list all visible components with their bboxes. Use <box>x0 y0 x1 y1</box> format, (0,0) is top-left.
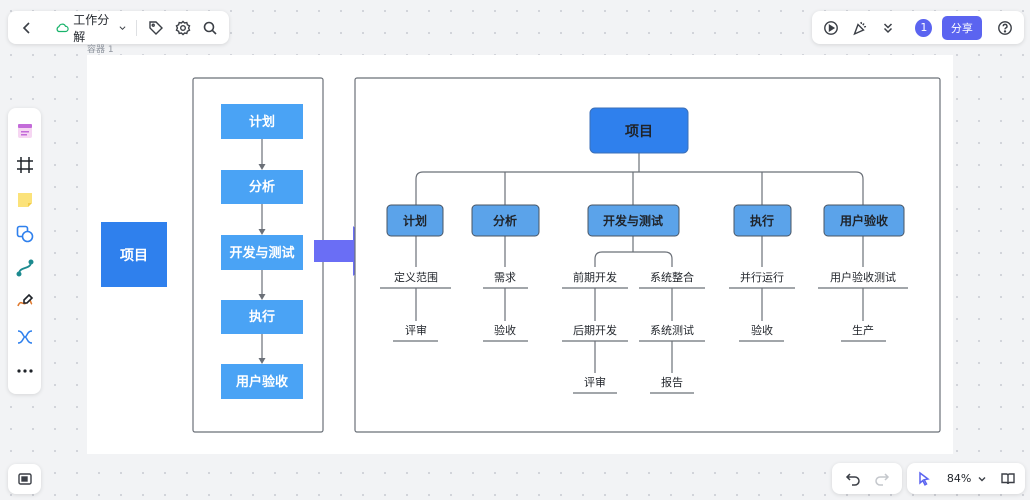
redo-icon[interactable] <box>870 467 894 491</box>
svg-text:执行: 执行 <box>750 213 774 228</box>
search-icon[interactable] <box>200 16 221 40</box>
doc-title-dropdown[interactable]: 工作分解 <box>55 11 126 45</box>
tree-root-node[interactable]: 项目 <box>589 107 689 154</box>
branch-node-2[interactable]: 分析 <box>471 204 540 237</box>
toolbar-divider <box>136 19 138 36</box>
tree-connectors <box>380 153 908 394</box>
frame-label: 容器 1 <box>87 45 114 55</box>
flow-step-1[interactable]: 计划 <box>221 104 303 139</box>
flow-arrows <box>258 139 266 364</box>
flow-step-4[interactable]: 执行 <box>221 300 303 334</box>
select-pointer-icon[interactable] <box>913 467 935 491</box>
zoom-level[interactable]: 84% <box>946 472 972 485</box>
svg-text:用户验收: 用户验收 <box>235 374 289 390</box>
svg-text:开发与测试: 开发与测试 <box>603 213 663 228</box>
minimap-icon[interactable] <box>13 467 37 491</box>
svg-text:用户验收: 用户验收 <box>839 213 888 228</box>
svg-text:分析: 分析 <box>249 179 275 195</box>
diagram: 项目 计划 分析 开发与测试 执行 用户验收 <box>101 77 941 433</box>
leaf-report[interactable]: 报告 <box>661 375 683 389</box>
svg-text:执行: 执行 <box>249 309 275 325</box>
flow-step-5[interactable]: 用户验收 <box>221 364 303 399</box>
template-icon[interactable] <box>12 118 38 144</box>
leaf-late-dev[interactable]: 后期开发 <box>573 323 617 337</box>
leaf-parallel-run[interactable]: 并行运行 <box>740 270 784 284</box>
zoom-chevron-down-icon[interactable] <box>971 467 993 491</box>
svg-text:开发与测试: 开发与测试 <box>229 245 294 261</box>
shape-icon[interactable] <box>12 221 38 247</box>
book-guide-icon[interactable] <box>997 467 1019 491</box>
leaf-review-1[interactable]: 评审 <box>405 323 427 337</box>
branch-node-3[interactable]: 开发与测试 <box>587 204 680 237</box>
leaf-requirements[interactable]: 需求 <box>494 271 516 284</box>
celebrate-icon[interactable] <box>848 16 870 40</box>
branch-node-4[interactable]: 执行 <box>733 204 792 237</box>
share-button[interactable]: 分享 <box>942 15 982 40</box>
double-chevron-down-icon[interactable] <box>877 16 899 40</box>
undo-icon[interactable] <box>841 467 865 491</box>
canvas-frame[interactable]: 项目 计划 分析 开发与测试 执行 用户验收 <box>87 55 953 454</box>
branch-node-5[interactable]: 用户验收 <box>823 204 905 237</box>
svg-text:项目: 项目 <box>625 124 653 140</box>
bottom-left-panel <box>8 464 41 494</box>
top-left-toolbar: 工作分解 <box>8 11 229 44</box>
leaf-system-integration[interactable]: 系统整合 <box>650 270 694 284</box>
leaf-acceptance-2[interactable]: 验收 <box>751 323 773 337</box>
svg-text:计划: 计划 <box>403 213 427 228</box>
settings-gear-icon[interactable] <box>172 16 193 40</box>
help-icon[interactable] <box>994 16 1016 40</box>
cloud-sync-icon <box>56 23 69 32</box>
wbs-container[interactable] <box>354 77 941 433</box>
connector-icon[interactable] <box>12 255 38 281</box>
svg-text:计划: 计划 <box>249 114 275 130</box>
leaf-review-2[interactable]: 评审 <box>584 375 606 389</box>
zoom-panel: 84% <box>907 463 1025 494</box>
branch-node-1[interactable]: 计划 <box>386 204 444 237</box>
mindmap-icon[interactable] <box>12 324 38 350</box>
flow-step-3[interactable]: 开发与测试 <box>221 235 303 270</box>
present-play-icon[interactable] <box>820 16 842 40</box>
top-right-toolbar: 1 分享 <box>812 11 1024 44</box>
leaf-early-dev[interactable]: 前期开发 <box>573 270 617 284</box>
project-node-label: 项目 <box>120 248 148 264</box>
left-tool-panel <box>8 108 41 394</box>
leaf-define-scope[interactable]: 定义范围 <box>394 270 438 284</box>
tag-icon[interactable] <box>145 16 166 40</box>
more-icon[interactable] <box>12 358 38 384</box>
leaf-system-test[interactable]: 系统测试 <box>650 324 694 337</box>
frame-icon[interactable] <box>12 152 38 178</box>
leaf-uat[interactable]: 用户验收测试 <box>830 270 896 284</box>
chevron-down-icon <box>119 25 126 30</box>
doc-title: 工作分解 <box>73 12 110 44</box>
svg-text:分析: 分析 <box>493 213 517 228</box>
project-node[interactable]: 项目 <box>101 222 167 287</box>
collaborator-count-avatar[interactable]: 1 <box>915 18 933 37</box>
undo-redo-panel <box>832 463 902 494</box>
leaf-acceptance-1[interactable]: 验收 <box>494 323 516 337</box>
pen-draw-icon[interactable] <box>12 289 38 315</box>
flow-step-2[interactable]: 分析 <box>221 170 303 204</box>
back-icon[interactable] <box>16 16 37 40</box>
leaf-production[interactable]: 生产 <box>852 323 874 337</box>
sticky-note-icon[interactable] <box>12 187 38 213</box>
